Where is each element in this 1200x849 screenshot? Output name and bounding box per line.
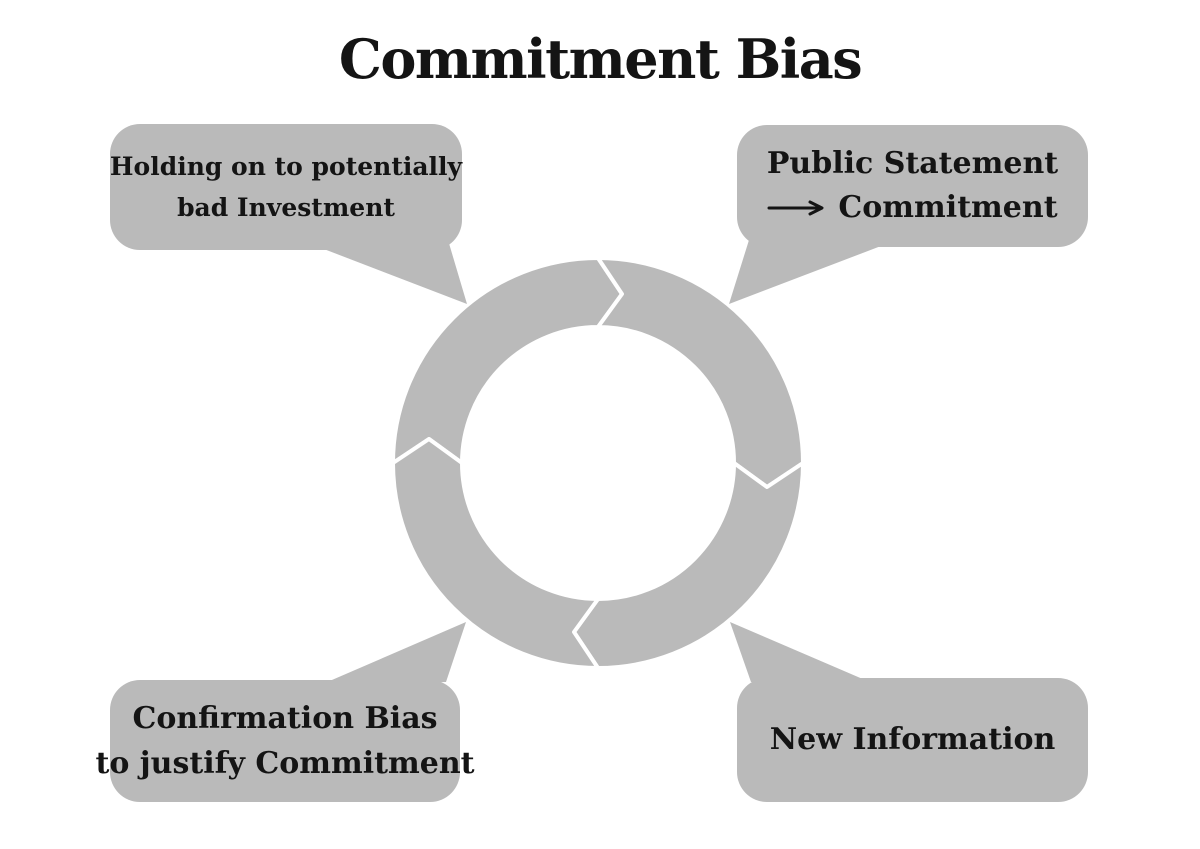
ring-segment-bottom-right (572, 461, 805, 670)
callout-text: Commitment (838, 190, 1058, 225)
connector-bottom-left (318, 622, 466, 686)
callout-new-information: New Information (737, 678, 1088, 802)
right-arrow-icon (767, 200, 824, 216)
callout-text-line: New Information (769, 722, 1056, 757)
callout-public-statement-commitment: Public Statement Commitment (737, 125, 1088, 247)
callout-confirmation-bias: Confirmation Bias to justify Commitment (95, 680, 475, 802)
ring-segment-top-right (596, 256, 805, 489)
callout-text-line: Holding on to potentially (109, 152, 463, 181)
connector-bottom-right (730, 622, 879, 686)
callout-text-line: to justify Commitment (95, 746, 475, 781)
connector-top-right (729, 240, 881, 304)
callout-text-line: Commitment (767, 186, 1058, 230)
callout-holding-bad-investment: Holding on to potentially bad Investment (110, 124, 462, 250)
callout-text-line: bad Investment (177, 193, 395, 222)
page-title: Commitment Bias (338, 27, 863, 91)
callout-text-line: Public Statement (766, 146, 1059, 181)
ring-segment-bottom-left (391, 437, 600, 670)
callout-text-line: Confirmation Bias (132, 701, 438, 736)
connector-top-left (316, 240, 467, 304)
